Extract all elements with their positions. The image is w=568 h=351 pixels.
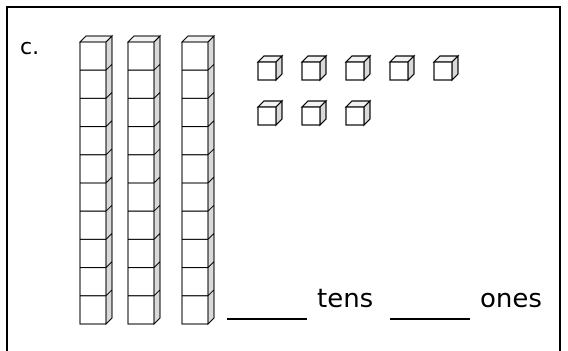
ones-blank[interactable]: [390, 318, 470, 320]
ones-cube: [256, 99, 284, 127]
ones-cube: [256, 54, 284, 82]
tens-rod: [78, 34, 114, 326]
ones-cube: [344, 54, 372, 82]
tens-blank[interactable]: [227, 318, 307, 320]
ones-cube: [388, 54, 416, 82]
ones-label: ones: [480, 284, 542, 314]
problem-label: c.: [20, 35, 40, 60]
ones-cube: [344, 99, 372, 127]
tens-rod: [180, 34, 216, 326]
tens-label: tens: [317, 284, 374, 314]
ones-cube: [432, 54, 460, 82]
tens-rod: [126, 34, 162, 326]
answer-line: tens ones: [225, 284, 555, 324]
ones-cube: [300, 54, 328, 82]
ones-cube: [300, 99, 328, 127]
